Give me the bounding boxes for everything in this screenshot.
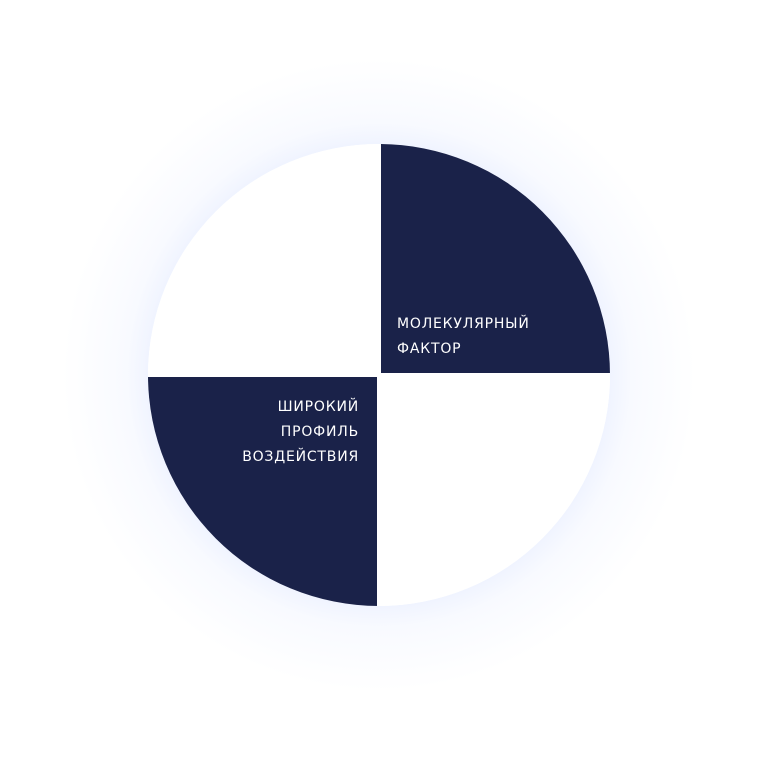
broad-profile-label-line-3: ВОЗДЕЙСТВИЯ <box>242 449 359 465</box>
quadrant-circle: МОЛЕКУЛЯРНЫЙ ФАКТОР ШИРОКИЙ ПРОФИЛЬ ВОЗД… <box>148 144 610 606</box>
molecular-factor-label-line-1: МОЛЕКУЛЯРНЫЙ <box>397 316 530 332</box>
quadrant-broad-profile: ШИРОКИЙ ПРОФИЛЬ ВОЗДЕЙСТВИЯ <box>148 377 377 606</box>
broad-profile-label: ШИРОКИЙ ПРОФИЛЬ ВОЗДЕЙСТВИЯ <box>242 395 359 470</box>
quadrant-top-left <box>148 144 377 373</box>
quadrant-molecular-factor: МОЛЕКУЛЯРНЫЙ ФАКТОР <box>381 144 610 373</box>
broad-profile-label-line-1: ШИРОКИЙ <box>277 399 359 415</box>
molecular-factor-label-line-2: ФАКТОР <box>397 341 462 357</box>
molecular-factor-label: МОЛЕКУЛЯРНЫЙ ФАКТОР <box>397 312 530 362</box>
quadrant-bottom-right <box>381 377 610 606</box>
broad-profile-label-line-2: ПРОФИЛЬ <box>280 424 359 440</box>
